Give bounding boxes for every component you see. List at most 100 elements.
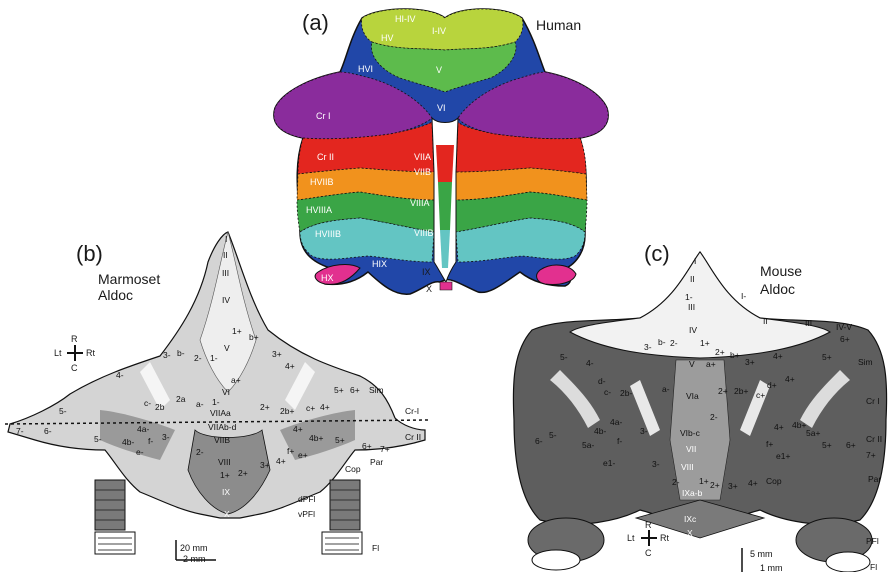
c-lobule-ii-lateral: II: [763, 316, 768, 326]
c-vermis-ixa-b: IXa-b: [682, 488, 703, 498]
scale-b-1: 20 mm: [180, 543, 208, 553]
c-band-3m3: 3-: [652, 459, 660, 469]
scale-bar-c: 5 mm 1 mm: [742, 548, 783, 572]
paraflocculus-right: [322, 480, 362, 554]
label-ix: IX: [422, 267, 431, 277]
c-vermis-iii: III: [688, 302, 695, 312]
label-cr-i: Cr I: [316, 111, 331, 121]
b-vermis-x: X: [224, 509, 230, 519]
c-band-1p2: 1+: [699, 476, 709, 486]
orientation-cross-b: R C Lt Rt: [54, 334, 95, 373]
c-vermis-v: V: [689, 359, 695, 369]
b-band-fp: f+: [287, 446, 294, 456]
c-vermis-viii: VIII: [681, 462, 694, 472]
c-vermis-vib-c: VIb-c: [680, 428, 701, 438]
c-band-2bm: 2b-: [620, 388, 632, 398]
x-nodulus: [440, 282, 452, 290]
c-band-3p: 3+: [745, 357, 755, 367]
c-band-4bm: 4b-: [594, 426, 606, 436]
panel-c-letter: (c): [644, 241, 670, 266]
b-side-fl: Fl: [372, 543, 379, 553]
label-viiia: VIIIA: [410, 198, 430, 208]
label-v: V: [436, 65, 442, 75]
b-band-3m2: 3-: [162, 432, 170, 442]
scale-c-1: 5 mm: [750, 549, 773, 559]
b-side-cop: Cop: [345, 464, 361, 474]
label-hv: HV: [381, 33, 394, 43]
scale-b-2: 2 mm: [183, 554, 206, 564]
b-band-am: a-: [196, 399, 204, 409]
orient-lt-c: Lt: [627, 533, 635, 543]
b-band-3p: 3+: [272, 349, 282, 359]
panel-b-letter: (b): [76, 241, 103, 266]
c-vermis-ixc: IXc: [684, 514, 697, 524]
vermis-vii-strip: [436, 145, 454, 182]
c-vermis-1m: 1-: [685, 292, 693, 302]
c-band-7p: 7+: [866, 450, 876, 460]
panel-a-title: Human: [536, 17, 581, 33]
b-vermis-iii: III: [222, 268, 229, 278]
c-vermis-via: VIa: [686, 391, 699, 401]
c-band-5p: 5+: [822, 352, 832, 362]
b-band-ap: a+: [231, 375, 241, 385]
c-lobule-iii-lateral: III: [805, 318, 812, 328]
c-side-cop: Cop: [766, 476, 782, 486]
b-band-1m2: 1-: [212, 397, 220, 407]
b-band-2bp: 2b+: [280, 406, 294, 416]
c-band-3p2: 3+: [728, 481, 738, 491]
orient-lt-b: Lt: [54, 348, 62, 358]
c-band-dp: d+: [767, 380, 777, 390]
b-band-2m2: 2-: [196, 447, 204, 457]
panel-b: (b) Marmoset Aldoc R C Lt Rt: [5, 232, 428, 564]
label-i-iv: I-IV: [432, 26, 446, 36]
c-band-5ap: 5a+: [806, 428, 820, 438]
label-viia: VIIA: [414, 152, 431, 162]
c-band-fp: f+: [766, 439, 773, 449]
b-side-dpfl: dPFl: [298, 494, 316, 504]
label-hix: HIX: [372, 259, 387, 269]
c-side-pfl: PFl: [866, 536, 879, 546]
b-vermis-iv: IV: [222, 295, 230, 305]
b-vermis-viib: VIIB: [214, 435, 230, 445]
b-side-sim: Sim: [369, 385, 384, 395]
c-band-2m: 2-: [670, 338, 678, 348]
b-band-3m: 3-: [163, 350, 171, 360]
b-side-par: Par: [370, 457, 383, 467]
b-band-4p4: 4+: [276, 456, 286, 466]
orient-c-c: C: [645, 548, 652, 558]
b-band-2p: 2+: [260, 402, 270, 412]
panel-c-title-1: Mouse: [760, 263, 802, 279]
c-band-4m: 4-: [586, 358, 594, 368]
orient-rt-b: Rt: [86, 348, 95, 358]
b-band-2a: 2a: [176, 394, 186, 404]
orient-c-b: C: [71, 363, 78, 373]
b-band-4bm: 4b-: [122, 437, 134, 447]
c-band-bm: b-: [658, 337, 666, 347]
b-band-cp: c+: [306, 403, 315, 413]
c-band-2m3: 2-: [710, 412, 718, 422]
b-band-1p: 1+: [232, 326, 242, 336]
c-band-ap: a+: [706, 359, 716, 369]
b-band-4m: 4-: [116, 370, 124, 380]
c-band-6p2: 6+: [846, 440, 856, 450]
c-band-4p: 4+: [773, 351, 783, 361]
b-band-4am: 4a-: [137, 424, 149, 434]
c-band-2m2: 2-: [672, 477, 680, 487]
b-side-cr-i: Cr-I: [405, 406, 419, 416]
b-vermis-viii: VIII: [218, 457, 231, 467]
c-band-dm: d-: [598, 376, 606, 386]
b-band-6p2: 6+: [362, 441, 372, 451]
orient-rt-c: Rt: [660, 533, 669, 543]
mouse-fl-left: [532, 550, 580, 570]
c-vermis-x: X: [687, 528, 693, 538]
b-vermis-ii: II: [223, 250, 228, 260]
c-band-4p4: 4+: [748, 478, 758, 488]
c-side-sim: Sim: [858, 357, 873, 367]
c-band-3m: 3-: [644, 342, 652, 352]
c-band-e1m: e1-: [603, 458, 615, 468]
b-band-3p2: 3+: [260, 460, 270, 470]
label-vi: VI: [437, 103, 446, 113]
mouse-fl-right: [826, 552, 870, 572]
c-band-2p2: 2+: [718, 386, 728, 396]
